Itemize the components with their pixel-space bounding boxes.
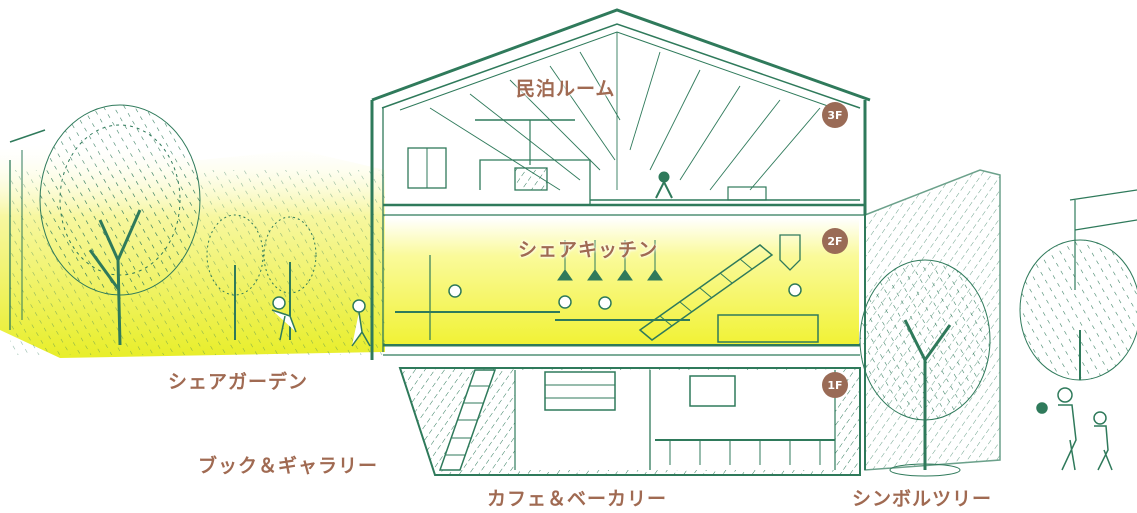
symbol-tree (859, 259, 991, 477)
garden-tree (39, 104, 201, 346)
room-details (475, 119, 767, 201)
kitchen-highlight (385, 218, 859, 344)
garden-small-trees (206, 214, 317, 340)
minpaku-room-label: 民泊ルーム (516, 78, 616, 100)
share-garden-label: シェアガーデン (168, 371, 309, 393)
right-trees (1019, 239, 1137, 381)
garden-people (271, 296, 371, 347)
floor-badge-2f: 2F (822, 228, 848, 254)
share-kitchen-label: シェアキッチン (518, 239, 659, 261)
ground-floor (398, 367, 861, 476)
cafe-bakery-label: カフェ＆ベーカリー (487, 488, 668, 510)
symbol-tree-label: シンボルツリー (852, 488, 993, 510)
floor-badge-3f: 3F (822, 102, 848, 128)
floor-badge-1f: 1F (822, 372, 848, 398)
house-structure (370, 8, 871, 360)
kitchen-details (395, 234, 819, 343)
book-gallery-label: ブック＆ギャラリー (198, 455, 379, 477)
family-people (1036, 387, 1113, 471)
